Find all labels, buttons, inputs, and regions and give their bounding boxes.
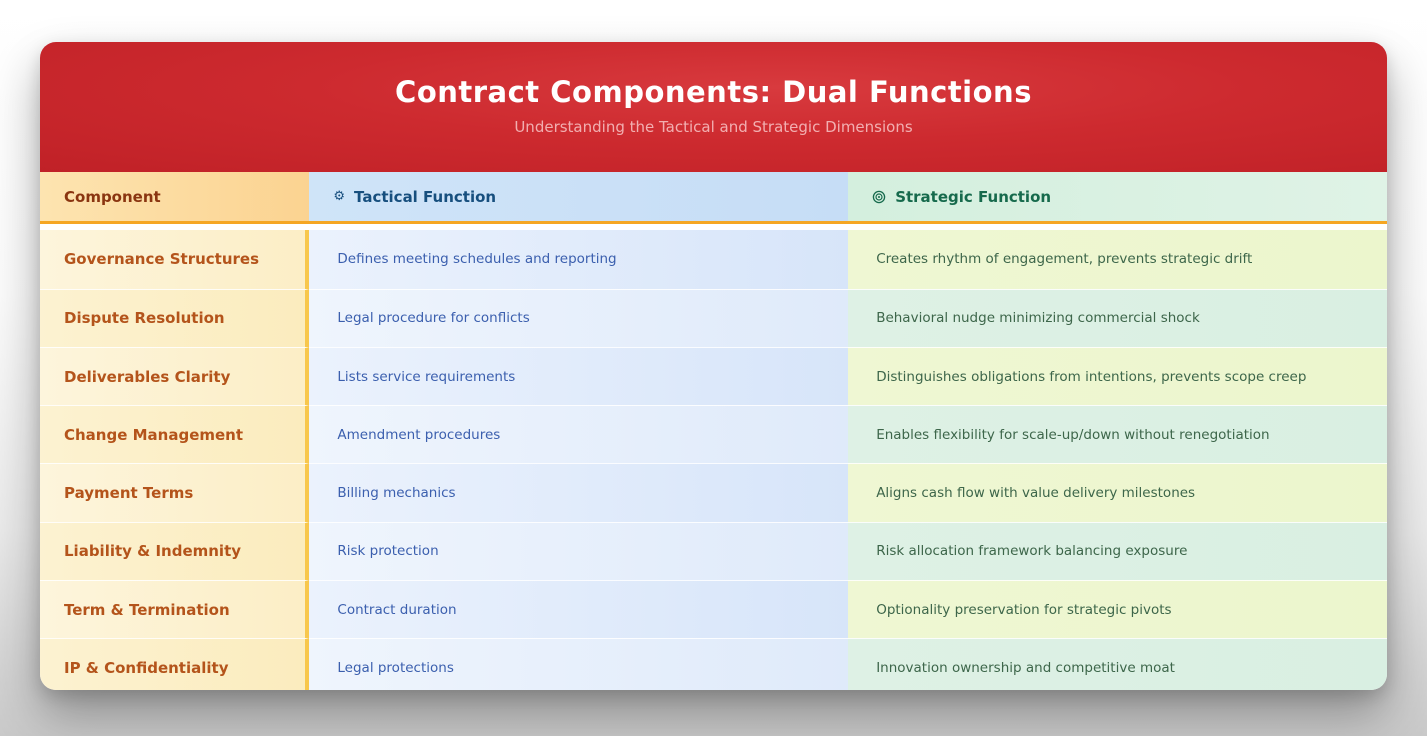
strategic-cell: Distinguishes obligations from intention…: [848, 346, 1387, 406]
gear-icon: ⚙: [333, 189, 346, 204]
component-cell: Change Management: [40, 405, 310, 464]
strategic-cell: Risk allocation framework balancing expo…: [848, 521, 1387, 581]
tactical-cell: Billing mechanics: [309, 463, 849, 522]
card-header: Contract Components: Dual Functions Unde…: [40, 42, 1387, 172]
column-header-strategic-label: Strategic Function: [895, 187, 1052, 206]
component-cell: Liability & Indemnity: [40, 521, 310, 581]
tactical-cell: Lists service requirements: [309, 346, 849, 406]
component-cell: Deliverables Clarity: [40, 346, 310, 406]
tactical-cell: Legal procedure for conflicts: [309, 288, 849, 347]
tactical-cell: Contract duration: [309, 580, 849, 639]
page-subtitle: Understanding the Tactical and Strategic…: [514, 118, 913, 136]
strategic-cell: Enables flexibility for scale-up/down wi…: [848, 405, 1387, 464]
component-cell: Governance Structures: [40, 230, 310, 289]
component-cell: Dispute Resolution: [40, 288, 310, 347]
component-cell: Payment Terms: [40, 463, 310, 522]
tactical-cell: Legal protections: [309, 638, 849, 690]
strategic-cell: Creates rhythm of engagement, prevents s…: [848, 230, 1387, 289]
components-table: Component ⚙ Tactical Function Strategic …: [40, 172, 1387, 690]
column-header-tactical: ⚙ Tactical Function: [309, 172, 849, 224]
content-card: Contract Components: Dual Functions Unde…: [40, 42, 1387, 690]
component-cell: Term & Termination: [40, 580, 310, 639]
column-header-tactical-label: Tactical Function: [354, 187, 497, 206]
tactical-cell: Defines meeting schedules and reporting: [309, 230, 849, 289]
tactical-cell: Risk protection: [309, 521, 849, 581]
column-header-component-label: Component: [64, 187, 161, 206]
target-icon: [872, 190, 886, 204]
strategic-cell: Behavioral nudge minimizing commercial s…: [848, 288, 1387, 347]
strategic-cell: Aligns cash flow with value delivery mil…: [848, 463, 1387, 522]
column-header-component: Component: [40, 172, 310, 224]
strategic-cell: Optionality preservation for strategic p…: [848, 580, 1387, 639]
component-cell: IP & Confidentiality: [40, 638, 310, 690]
page-title: Contract Components: Dual Functions: [395, 75, 1032, 109]
column-header-strategic: Strategic Function: [848, 172, 1387, 224]
tactical-cell: Amendment procedures: [309, 405, 849, 464]
strategic-cell: Innovation ownership and competitive moa…: [848, 638, 1387, 690]
